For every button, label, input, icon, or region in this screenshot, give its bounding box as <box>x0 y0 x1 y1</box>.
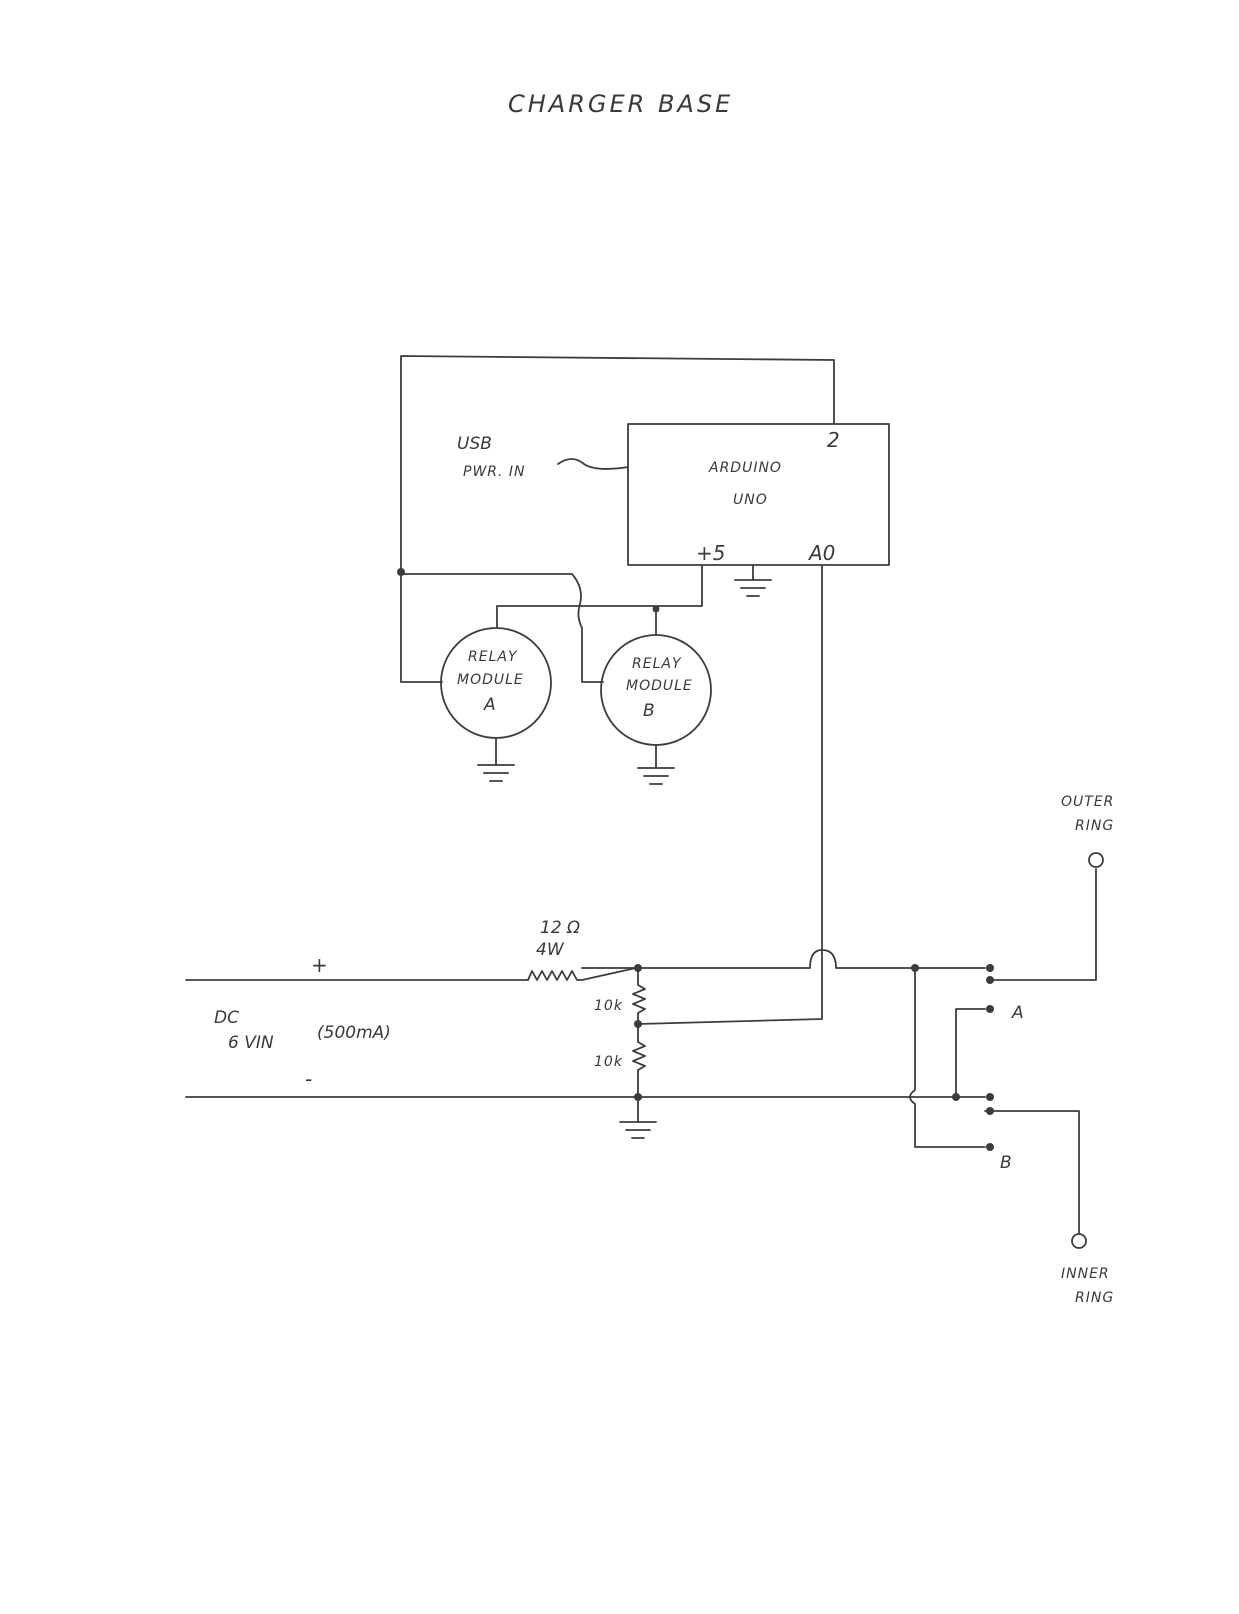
contact-a-label: A <box>1011 1003 1024 1023</box>
inner-ring-label: INNER <box>1061 1266 1110 1282</box>
positive-rail-to-relays <box>635 949 986 969</box>
relay-module-b: RELAY MODULE B <box>600 608 712 785</box>
schematic-title: CHARGER BASE <box>508 90 733 118</box>
usb-label: USB <box>457 434 492 454</box>
resistor-power: 4W <box>536 940 565 960</box>
a0-sense-wire <box>637 564 823 1025</box>
inner-ring-terminal: INNER RING <box>1061 1233 1114 1306</box>
arduino-name: ARDUINO <box>708 460 782 476</box>
relay-b-label: RELAY <box>632 656 682 672</box>
arduino-pin-5v: +5 <box>696 541 725 565</box>
usb-power-label: PWR. IN <box>463 464 526 480</box>
plus5v-wire <box>400 564 703 683</box>
supply-current: (500mA) <box>317 1023 391 1043</box>
divider-r-top: 10k <box>594 998 623 1014</box>
supply-rails: + - DC 6 VIN (500mA) <box>185 953 986 1098</box>
relay-a-label: RELAY <box>468 649 518 665</box>
arduino-ground-symbol <box>734 564 772 597</box>
voltage-divider: 10k 10k <box>594 967 657 1139</box>
outer-ring-label: OUTER <box>1061 794 1114 810</box>
supply-type: DC <box>214 1008 239 1028</box>
relay-contact-network: A B <box>909 868 1097 1234</box>
junction-dot <box>634 1093 642 1101</box>
arduino-pin-d2: 2 <box>827 428 840 452</box>
arduino-uno-block: ARDUINO UNO 2 +5 A0 <box>627 423 890 566</box>
relay-a-id: A <box>483 695 496 715</box>
outer-ring-terminal: OUTER RING <box>1061 794 1114 868</box>
arduino-model: UNO <box>733 492 768 508</box>
usb-power-input: USB PWR. IN <box>457 434 629 480</box>
plus-terminal: + <box>311 953 328 977</box>
divider-r-bottom: 10k <box>594 1054 623 1070</box>
minus-terminal: - <box>305 1067 312 1091</box>
relay-b-module: MODULE <box>626 678 693 694</box>
relay-module-a: RELAY MODULE A <box>440 627 552 782</box>
relay-a-module: MODULE <box>457 672 524 688</box>
junction-dot <box>397 568 405 576</box>
supply-voltage: 6 VIN <box>228 1033 274 1053</box>
contact-b-label: B <box>1000 1153 1012 1173</box>
outer-ring-sub: RING <box>1075 818 1114 834</box>
resistor-12-ohm: 12 Ω 4W <box>527 918 637 981</box>
resistor-value: 12 Ω <box>540 918 580 938</box>
junction-dot <box>634 964 642 972</box>
junction-dot <box>634 1020 642 1028</box>
arduino-pin-a0: A0 <box>807 541 835 565</box>
top-loop-wire <box>400 355 835 571</box>
relay-b-id: B <box>643 701 655 721</box>
inner-ring-sub: RING <box>1075 1290 1114 1306</box>
